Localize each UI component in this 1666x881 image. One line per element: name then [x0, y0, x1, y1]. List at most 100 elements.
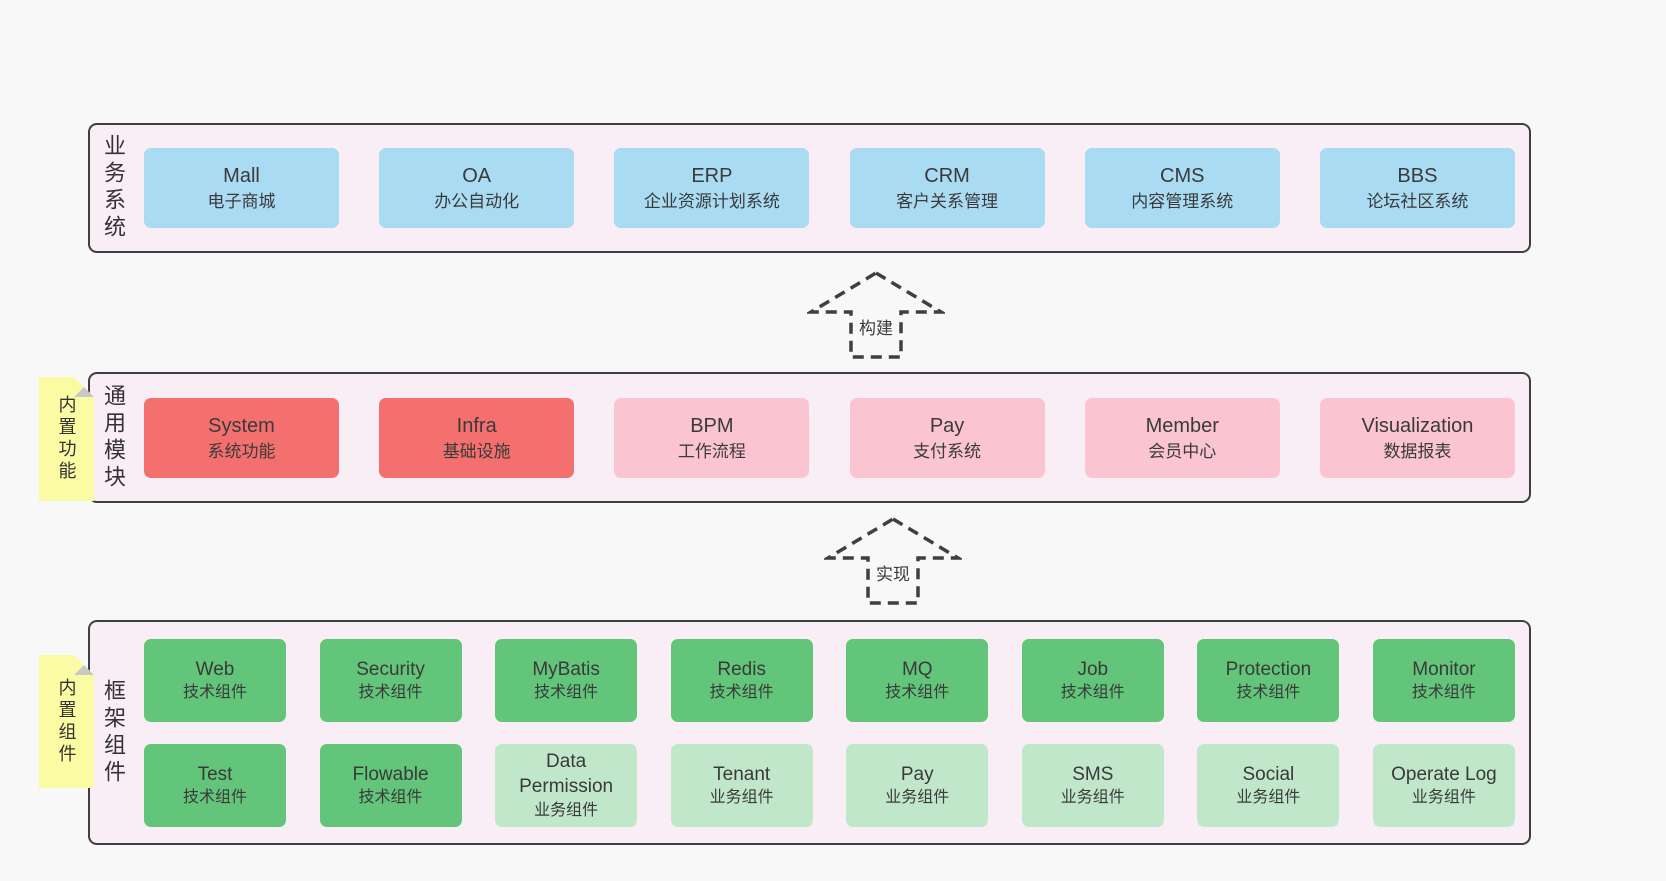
box-flowable: Flowable 技术组件: [319, 743, 462, 827]
box-subtitle: 工作流程: [677, 441, 746, 461]
box-bpm: BPM 工作流程: [614, 397, 810, 478]
box-infra: Infra 基础设施: [379, 397, 575, 478]
box-subtitle: 技术组件: [885, 683, 950, 701]
box-oa: OA 办公自动化: [379, 148, 575, 228]
box-subtitle: 支付系统: [913, 441, 982, 461]
box-title: Flowable: [352, 763, 429, 785]
box-title: CMS: [1160, 165, 1205, 188]
box-subtitle: 技术组件: [534, 683, 599, 701]
box-subtitle: 业务组件: [1411, 788, 1476, 806]
box-social: Social 业务组件: [1197, 743, 1340, 827]
box-title: Social: [1242, 763, 1295, 785]
layer-label-framework-components: 框架组件: [101, 678, 126, 787]
box-pay-business: Pay 业务组件: [846, 743, 989, 827]
box-test: Test 技术组件: [144, 743, 286, 827]
business-systems-boxes: Mall 电子商城 OA 办公自动化 ERP 企业资源计划系统 CRM 客户关系…: [136, 125, 1529, 251]
box-mall: Mall 电子商城: [144, 148, 339, 228]
box-subtitle: 会员中心: [1148, 441, 1217, 461]
box-subtitle: 技术组件: [358, 683, 423, 701]
box-operate-log: Operate Log 业务组件: [1372, 743, 1515, 827]
box-monitor: Monitor 技术组件: [1372, 638, 1515, 722]
box-subtitle: 内容管理系统: [1131, 192, 1234, 212]
box-title: BPM: [690, 414, 734, 437]
box-title: Web: [195, 658, 235, 680]
box-mq: MQ 技术组件: [846, 638, 989, 722]
box-subtitle: 电子商城: [207, 192, 276, 212]
box-pay: Pay 支付系统: [849, 397, 1045, 478]
box-subtitle: 业务组件: [885, 788, 950, 806]
framework-components-row-2: Test 技术组件 Flowable 技术组件 Data Permission …: [144, 743, 1515, 827]
box-data-permission: Data Permission 业务组件: [495, 743, 638, 827]
box-subtitle: 技术组件: [1060, 683, 1125, 701]
layer-common-modules: 通用模块 System 系统功能 Infra 基础设施 BPM 工作流程 Pay…: [88, 372, 1531, 503]
box-title: Monitor: [1412, 658, 1476, 680]
box-subtitle: 业务组件: [534, 801, 599, 819]
box-title: Member: [1145, 414, 1219, 437]
box-subtitle: 论坛社区系统: [1366, 192, 1469, 212]
box-title: Job: [1077, 658, 1109, 680]
box-subtitle: 技术组件: [182, 788, 247, 806]
box-title: Protection: [1225, 658, 1312, 680]
box-crm: CRM 客户关系管理: [849, 148, 1045, 228]
box-title: Mall: [223, 165, 260, 188]
common-modules-boxes: System 系统功能 Infra 基础设施 BPM 工作流程 Pay 支付系统…: [136, 374, 1529, 501]
box-sms: SMS 业务组件: [1021, 743, 1164, 827]
layer-framework-components: 框架组件 Web 技术组件 Security 技术组件 MyBatis 技术组件…: [88, 620, 1531, 845]
box-protection: Protection 技术组件: [1197, 638, 1340, 722]
box-title: Security: [356, 658, 425, 680]
box-title: OA: [462, 165, 492, 188]
box-subtitle: 技术组件: [358, 788, 423, 806]
arrow-build: 构建: [807, 268, 945, 360]
box-title: BBS: [1397, 165, 1438, 188]
box-subtitle: 客户关系管理: [896, 192, 999, 212]
sticky-note-builtin-components: 内置组件: [39, 655, 94, 788]
box-title: System: [208, 414, 275, 437]
box-redis: Redis 技术组件: [670, 638, 813, 722]
box-job: Job 技术组件: [1021, 638, 1164, 722]
box-title: MyBatis: [532, 658, 600, 680]
box-subtitle: 业务组件: [709, 788, 774, 806]
box-bbs: BBS 论坛社区系统: [1319, 148, 1515, 228]
sticky-note-label: 内置组件: [56, 677, 77, 766]
box-cms: CMS 内容管理系统: [1084, 148, 1280, 228]
layer-business-systems: 业务系统 Mall 电子商城 OA 办公自动化 ERP 企业资源计划系统 CRM…: [88, 123, 1531, 253]
arrow-build-label: 构建: [856, 314, 896, 339]
box-subtitle: 办公自动化: [434, 192, 520, 212]
box-subtitle: 业务组件: [1236, 788, 1301, 806]
box-subtitle: 数据报表: [1383, 441, 1452, 461]
box-subtitle: 技术组件: [709, 683, 774, 701]
box-title: Infra: [456, 414, 497, 437]
box-title: Pay: [900, 763, 934, 785]
box-title: Data Permission: [519, 751, 614, 798]
arrow-implement: 实现: [824, 514, 962, 606]
box-title: Redis: [717, 658, 766, 680]
box-title: MQ: [901, 658, 933, 680]
box-web: Web 技术组件: [144, 638, 286, 722]
box-title: Visualization: [1361, 414, 1474, 437]
box-system: System 系统功能: [144, 397, 339, 478]
box-title: SMS: [1072, 763, 1114, 785]
box-title: CRM: [924, 165, 970, 188]
sticky-note-label: 内置功能: [56, 395, 77, 483]
box-subtitle: 企业资源计划系统: [643, 192, 780, 212]
box-security: Security 技术组件: [319, 638, 462, 722]
arrow-implement-label: 实现: [873, 560, 913, 585]
box-title: Operate Log: [1391, 763, 1497, 785]
box-tenant: Tenant 业务组件: [670, 743, 813, 827]
box-subtitle: 技术组件: [1236, 683, 1301, 701]
box-title: Tenant: [713, 763, 771, 785]
box-subtitle: 技术组件: [182, 683, 247, 701]
box-subtitle: 基础设施: [442, 441, 511, 461]
box-subtitle: 系统功能: [207, 441, 276, 461]
box-subtitle: 业务组件: [1060, 788, 1125, 806]
box-member: Member 会员中心: [1084, 397, 1280, 478]
box-mybatis: MyBatis 技术组件: [495, 638, 638, 722]
sticky-note-builtin-features: 内置功能: [39, 377, 94, 501]
layer-label-business-systems: 业务系统: [101, 134, 126, 242]
box-visualization: Visualization 数据报表: [1319, 397, 1515, 478]
box-title: ERP: [691, 165, 733, 188]
box-title: Pay: [929, 414, 965, 437]
framework-components-row-1: Web 技术组件 Security 技术组件 MyBatis 技术组件 Redi…: [144, 638, 1515, 722]
box-erp: ERP 企业资源计划系统: [614, 148, 810, 228]
layer-label-common-modules: 通用模块: [101, 383, 126, 492]
